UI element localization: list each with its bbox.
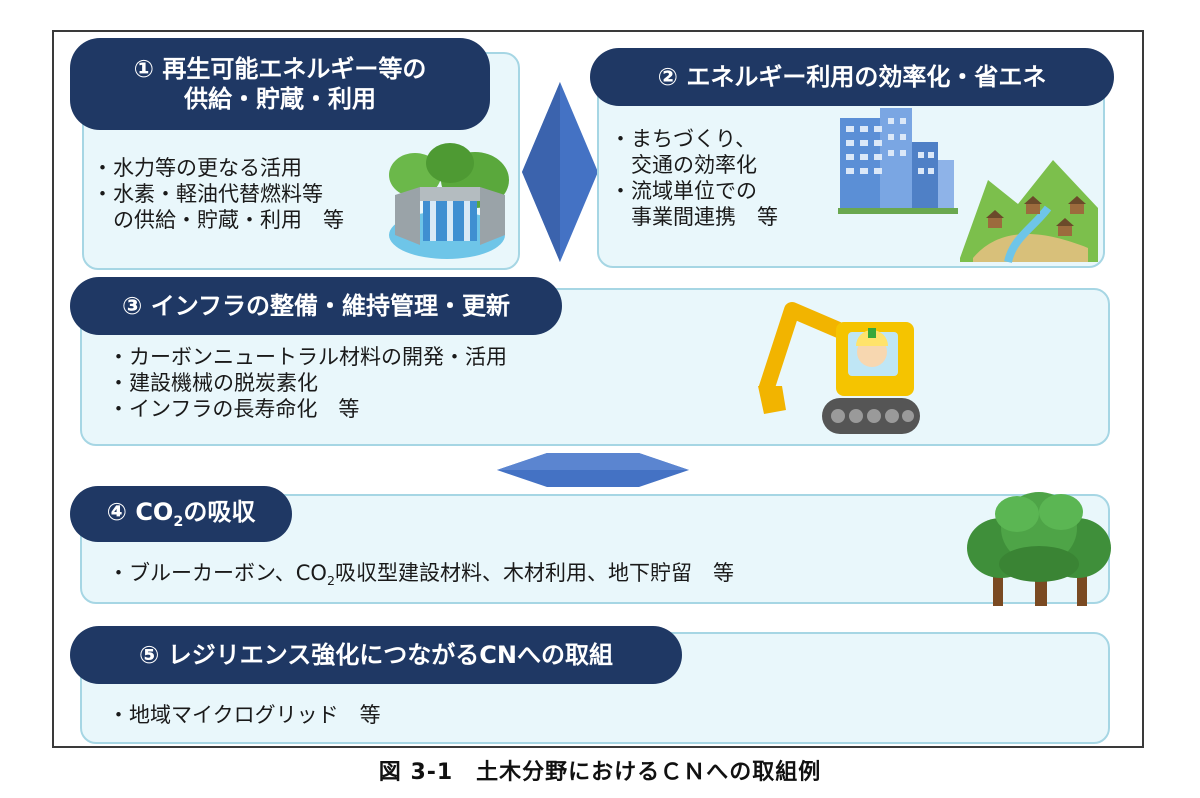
list-item: 交通の効率化 bbox=[631, 153, 757, 177]
section-4-title-prefix: ④ CO bbox=[106, 498, 174, 527]
section-1-title: ① 再生可能エネルギー等の 供給・貯蔵・利用 bbox=[70, 38, 490, 130]
list-item: ・地域マイクログリッド 等 bbox=[108, 703, 381, 727]
section-2-items: ・まちづくり、 交通の効率化 ・流域単位での 事業間連携 等 bbox=[610, 126, 778, 230]
list-item: ・水素・軽油代替燃料等 bbox=[92, 182, 323, 206]
section-4-box bbox=[80, 494, 1110, 604]
list-item: ・水力等の更なる活用 bbox=[92, 156, 302, 180]
section-4-title-subscript: 2 bbox=[173, 513, 184, 530]
list-item: ・カーボンニュートラル材料の開発・活用 bbox=[108, 345, 507, 369]
double-arrow-horizontal bbox=[497, 453, 689, 487]
list-item: の供給・貯蔵・利用 等 bbox=[113, 208, 344, 232]
forest-icon bbox=[967, 492, 1111, 606]
section-5-title: ⑤ レジリエンス強化につながるCNへの取組 bbox=[70, 626, 682, 684]
list-item: ・建設機械の脱炭素化 bbox=[108, 371, 318, 395]
city-and-village-icon bbox=[838, 108, 1098, 264]
list-item: ・インフラの長寿命化 等 bbox=[108, 397, 360, 421]
section-3-items: ・カーボンニュートラル材料の開発・活用 ・建設機械の脱炭素化 ・インフラの長寿命… bbox=[108, 344, 507, 422]
section-4-title: ④ CO2の吸収 bbox=[70, 486, 292, 542]
figure-caption: 図 3-1 土木分野におけるＣＮへの取組例 bbox=[378, 760, 822, 785]
section-3-title: ③ インフラの整備・維持管理・更新 bbox=[70, 277, 562, 335]
section-4-title-suffix: の吸収 bbox=[183, 498, 256, 527]
list-item: ・ブルーカーボン、CO2吸収型建設材料、木材利用、地下貯留 等 bbox=[108, 561, 734, 589]
list-item: 事業間連携 等 bbox=[631, 205, 778, 229]
list-item: ・まちづくり、 bbox=[610, 127, 757, 151]
dam-icon bbox=[389, 143, 509, 259]
list-item: ・流域単位での bbox=[610, 179, 757, 203]
section-1-items: ・水力等の更なる活用 ・水素・軽油代替燃料等 の供給・貯蔵・利用 等 bbox=[92, 155, 344, 233]
section-2-title: ② エネルギー利用の効率化・省エネ bbox=[590, 48, 1114, 106]
excavator-icon bbox=[758, 302, 920, 434]
section-5-items: ・地域マイクログリッド 等 bbox=[108, 702, 381, 728]
double-arrow-vertical bbox=[522, 82, 598, 262]
section-4-items: ・ブルーカーボン、CO2吸収型建設材料、木材利用、地下貯留 等 bbox=[108, 560, 734, 594]
